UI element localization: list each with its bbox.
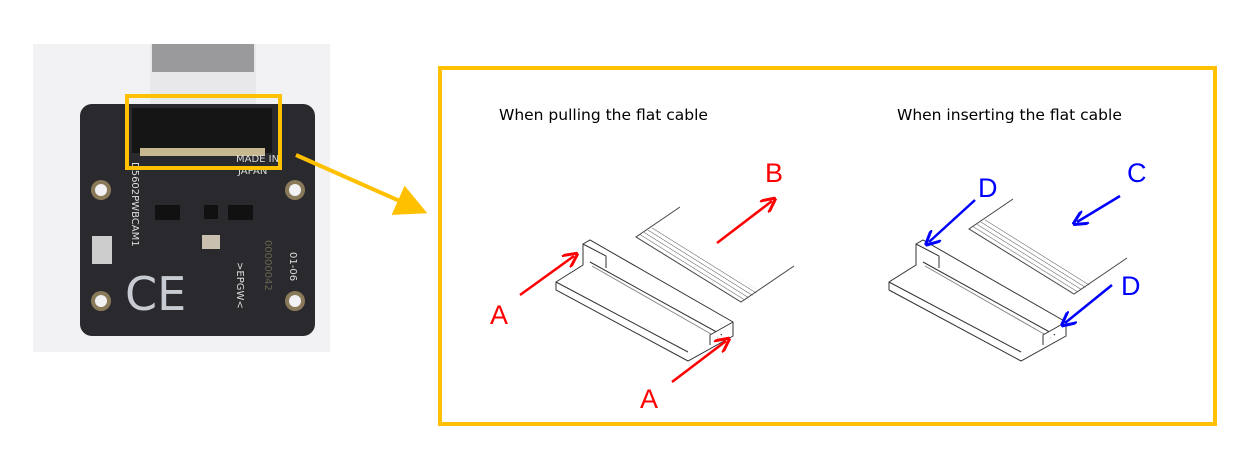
board-marking-made-in: MADE IN [236,154,279,165]
callout-arrow [295,153,428,215]
label-d-top: D [978,173,998,203]
label-a-right: A [640,384,658,414]
board-marking-model: D5602PWBCAM1 [129,162,140,247]
label-d-bottom: D [1121,271,1141,301]
arrow-a-right [671,341,726,383]
arrow-b [716,201,772,244]
arrow-d-bottom [1065,284,1113,323]
flat-cable-pulling [635,206,795,303]
arrow-a-left [519,256,574,297]
connector-highlight-box [125,94,282,170]
arrow-c [1077,194,1121,222]
board-marking-maker: >EPGW< [234,262,245,309]
board-marking-japan: JAPAN [237,166,267,177]
inserting-title: When inserting the flat cable [897,106,1122,124]
pulling-title: When pulling the flat cable [499,106,708,124]
arrow-d-top [929,199,976,242]
connector-drawing-pulling [555,239,734,362]
camera-board-photo: MADE IN JAPAN D5602PWBCAM1 00000042 01-0… [33,44,330,352]
label-b: B [765,158,783,188]
detail-frame [438,66,1217,426]
ce-mark: CE [125,267,186,321]
label-a-left: A [490,300,508,330]
board-marking-serial: 00000042 [262,240,273,291]
board-marking-rev: 01-06 [287,252,298,281]
label-c: C [1127,158,1147,188]
flat-cable-inserting [968,198,1128,295]
